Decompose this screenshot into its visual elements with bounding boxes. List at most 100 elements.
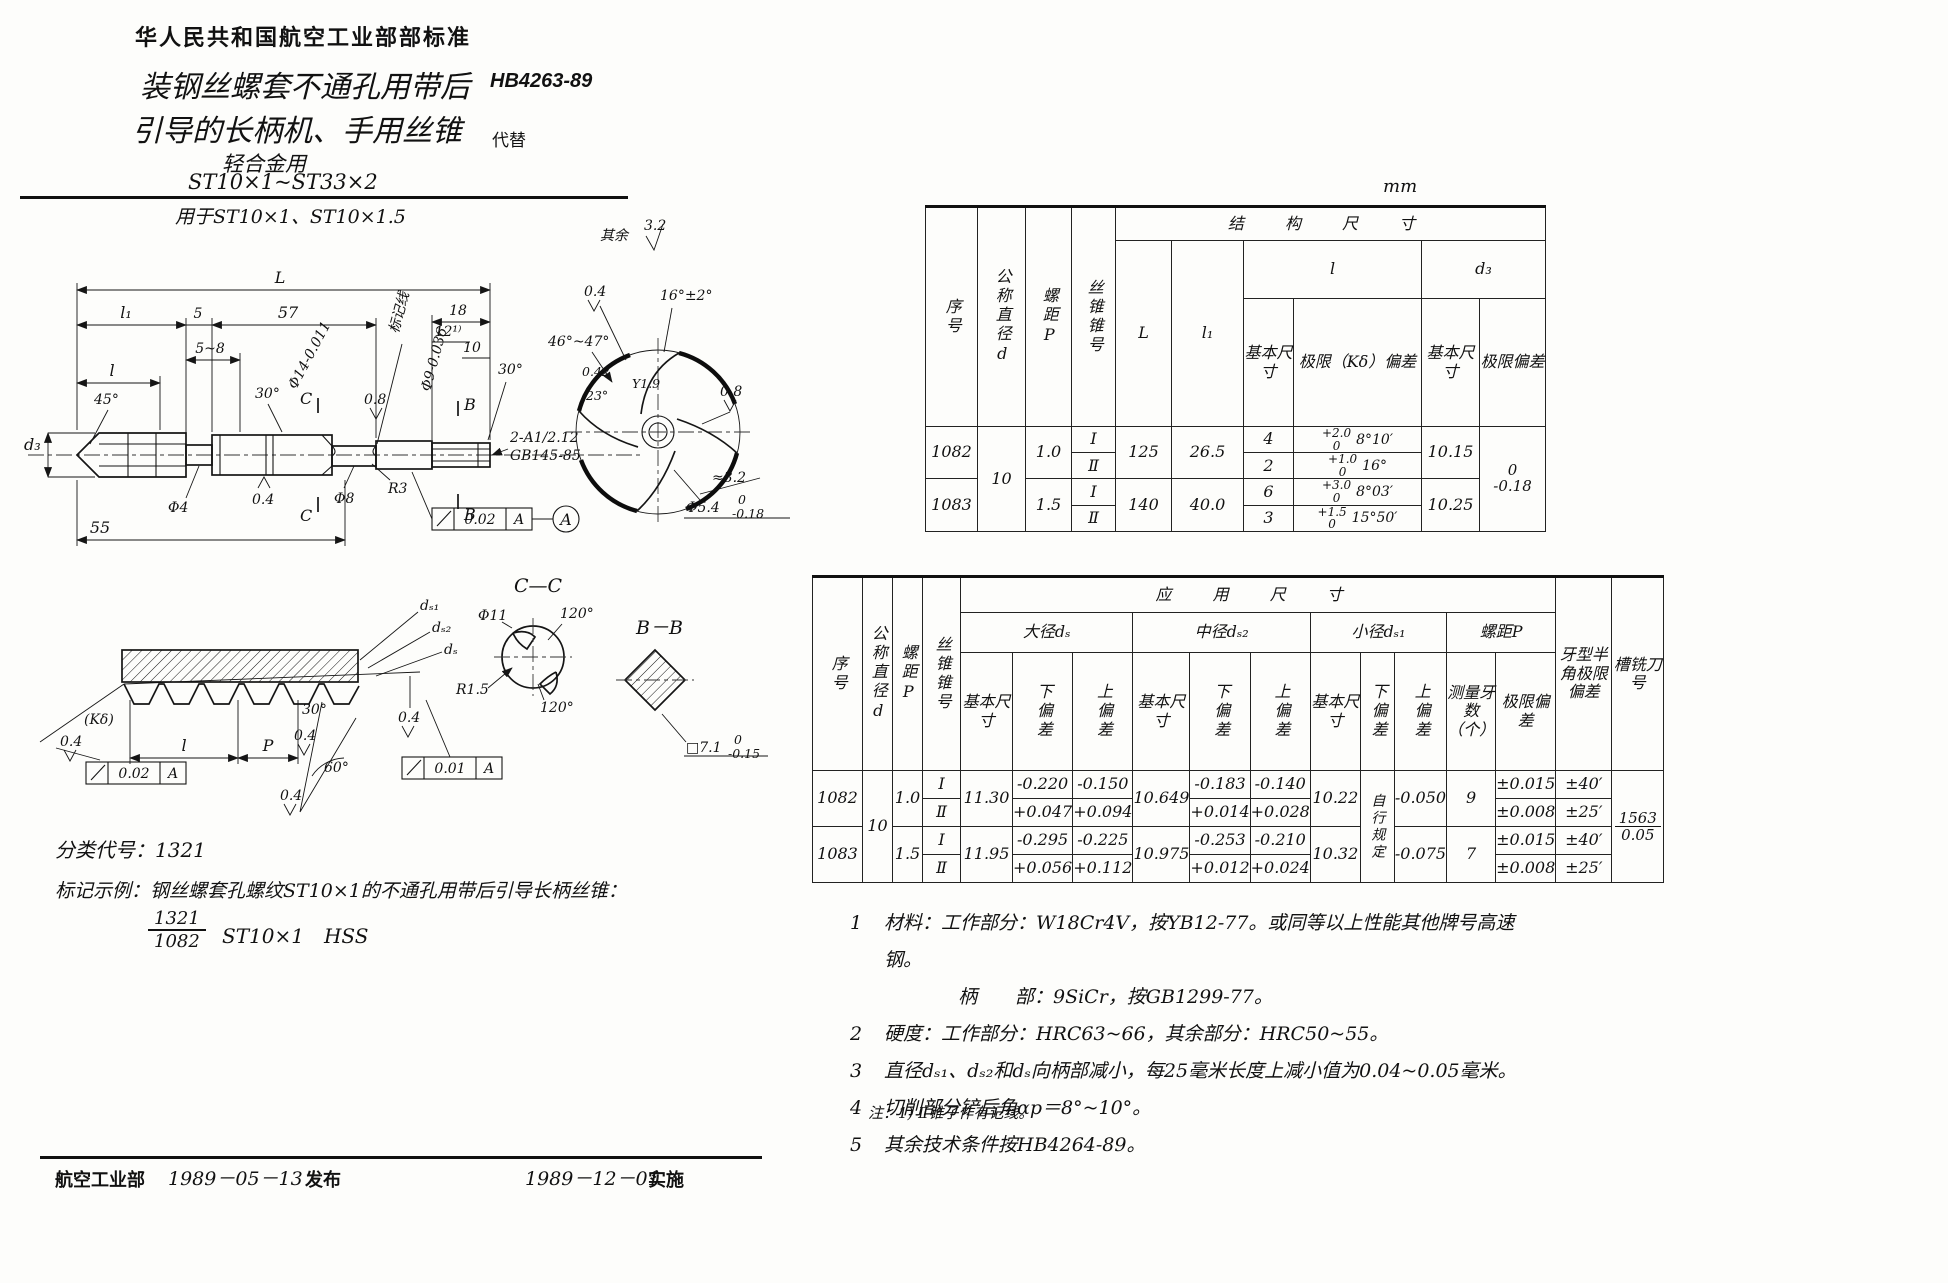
footer-impl-date: 1989－12－01 [525,1168,660,1190]
t1-header-l: l [1243,240,1422,299]
t2-cell-self-determined: 自行规定 [1359,770,1395,883]
t1-cell-pitch-1: 1.0 [1025,425,1072,480]
dia-11-callout: Φ11 [478,608,507,624]
t2-header-upper-middle: 上偏差 [1249,652,1311,771]
t2-header-basic-middle: 基本尺寸 [1132,652,1191,771]
t1-cell-L-140: 140 [1115,478,1172,532]
profile-dim-P: P [262,736,274,755]
rough-approx-3-2: ≈3.2 [712,470,746,486]
classification-code: 分类代号：1321 [55,838,206,862]
marking-fraction-bottom: 1082 [154,931,200,952]
doc-size-range: ST10×1~ST33×2 [188,170,378,194]
t2-header-pitch2: 螺距P [1446,612,1557,653]
doc-subtitle-material: 轻合金用 [222,152,306,176]
t2-cell: +0.012 [1189,854,1251,883]
t2-header-basic-major: 基本尺寸 [960,652,1013,771]
t1-cell-d3-dev: 0-0.18 [1479,426,1546,532]
t2-cell-dss-1032: 10.32 [1309,826,1361,883]
tolerance-value-profile-1: 0.02 [118,766,149,782]
dim-5: 5 [194,306,203,322]
t2-cell: ±0.015 [1495,826,1557,855]
rough-0-4-crest: 0.4 [398,710,420,726]
tolerance-value-main: 0.02 [464,512,495,528]
t2-cell-dsm-10975: 10.975 [1132,826,1191,883]
note-3-text: 直径dₛ₁、dₛ₂和dₛ向柄部减小，每25毫米长度上减小值为0.04~0.05毫… [884,1060,1517,1082]
t1-cell-taper-i2: Ⅰ [1071,478,1116,506]
profile-angle-60: 60° [324,760,349,776]
label-ds2: dₛ₂ [432,620,452,636]
t2-header-teeth: 测量牙数（个） [1446,652,1497,771]
t1-header-L: L [1115,240,1172,427]
marking-fraction: 1321 1082 [148,908,206,952]
t2-cell-seq-1083: 1083 [812,826,863,883]
dim-5-8: 5~8 [195,341,225,357]
t2-cell-sup-0050: -0.050 [1393,770,1448,827]
note-1: 1 材料：工作部分：W18Cr4V，按YB12-77。或同等以上性能其他牌号高速… [850,905,1550,979]
angle-45: 45° [93,392,119,408]
marking-fraction-top: 1321 [148,908,206,931]
t2-cell: ±40′ [1555,770,1613,799]
t2-header-middle: 中径dₛ₂ [1132,612,1311,653]
dia-5-4: Φ5.4 [686,500,720,516]
t1-cell-l1-400: 40.0 [1171,478,1244,532]
t2-cell: +0.047 [1011,798,1074,827]
t2-cell: +0.112 [1072,854,1134,883]
rough-0-4-face: 0.4 [584,284,606,300]
t1-header-pitch: 螺距P [1025,206,1072,427]
dia-4-callout: Φ4 [168,500,188,516]
marking-line-label: 标记线 [386,288,413,335]
doc-title-line1: 装钢丝螺套不通孔用带后 [140,70,470,105]
t1-header-limitk: 极限（Kδ）偏差 [1293,298,1422,427]
note-1-text: 材料：工作部分：W18Cr4V，按YB12-77。或同等以上性能其他牌号高速钢。 [884,912,1515,971]
t2-header-upper-major: 上偏差 [1072,652,1134,771]
t2-header-lower-middle: 下偏差 [1189,652,1251,771]
t2-cell: -0.295 [1011,826,1074,855]
t1-cell-l-4: 4 [1243,425,1294,454]
unit-label: mm [1383,176,1418,197]
t1-cell-l-6: 6 [1243,478,1294,506]
tolerance-value-profile-2: 0.01 [434,761,465,777]
standard-number: HB4263-89 [490,70,593,92]
section-c-top-label: C [300,389,312,408]
t1-header-basic2: 基本尺寸 [1421,298,1480,427]
dia-9-callout: Φ9-0.036 [418,326,450,393]
t2-cell-taper-ii2: Ⅱ [922,854,961,883]
t2-cell: +0.094 [1072,798,1134,827]
rough-0-4-flank-bottom: 0.4 [280,788,302,804]
dia-5-4-lower-dev: -0.18 [732,506,764,521]
t1-cell-taper-ii: Ⅱ [1071,452,1116,480]
note-2: 2 硬度：工作部分：HRC63~66，其余部分：HRC50~55。 [850,1016,1550,1053]
main-view-dimensions: L l₁ 5 57 18 12¹⁾ 10 5~8 l 55 d₃ [24,268,491,546]
application-dimensions-table: 序号 公称直径d 螺距P 丝锥锥号 应 用 尺 寸 牙型半角极限偏差 槽铣刀号 … [812,575,1665,883]
note-4: 4 切削部分铲后角αp＝8°~10°。 [850,1090,1550,1127]
marking-example: 标记示例：钢丝螺套孔螺纹ST10×1的不通孔用带后引导长柄丝锥： [55,880,627,902]
angle-120-top: 120° [560,606,594,622]
note-5: 5 其余技术条件按HB4264-89。 [850,1127,1550,1164]
dim-L: L [274,268,286,287]
t2-cell-sup-0075: -0.075 [1393,826,1448,883]
note-1b-text: 柄 部：9SiCr，按GB1299-77。 [958,986,1273,1008]
t1-header-basic: 基本尺寸 [1243,298,1294,427]
radius-1-5-callout: R1.5 [455,682,489,698]
t1-cell-seq-1082: 1082 [925,425,978,480]
t2-cell: ±0.008 [1495,854,1557,883]
label-ds: dₛ [444,642,458,658]
t2-cell-taper-ii: Ⅱ [922,798,961,827]
section-cc-title: C—C [514,575,563,597]
t1-header-group: 结 构 尺 寸 [1115,206,1546,241]
t2-cell: +0.056 [1011,854,1074,883]
t2-cell-taper-i: Ⅰ [922,770,961,799]
t2-cell: -0.225 [1072,826,1134,855]
t2-header-minor: 小径dₛ₁ [1309,612,1448,653]
note-1-continued: 柄 部：9SiCr，按GB1299-77。 [850,979,1550,1016]
t2-cell: ±0.015 [1495,770,1557,799]
t2-cell: -0.220 [1011,770,1074,799]
doc-title-line2: 引导的长柄机、手用丝锥 [132,114,462,149]
t2-cell-seq-1082: 1082 [812,770,863,827]
main-view-tolerance-frame: 0.02 A A [411,471,580,533]
t2-cell: ±40′ [1555,826,1613,855]
main-view-callouts: 45° 30° Φ14-0.011 标记线 0.8 Φ9-0.036 30° Φ… [89,288,581,516]
section-b-top-label: B [463,395,476,414]
t1-cell-d3-1015: 10.15 [1421,425,1480,480]
